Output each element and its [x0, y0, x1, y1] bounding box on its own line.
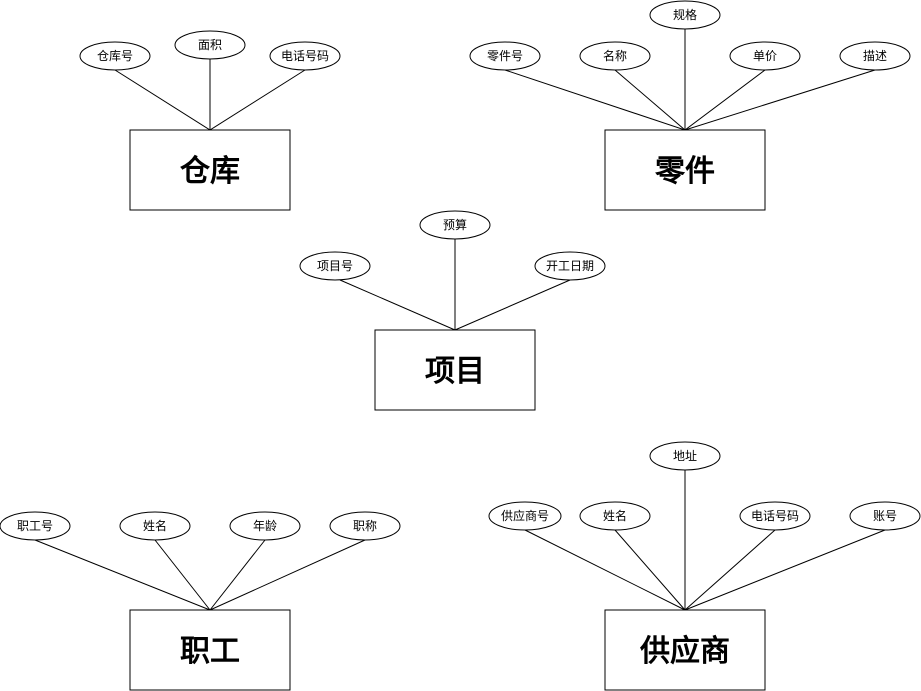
- attr-label-warehouse-0: 仓库号: [97, 48, 133, 63]
- edge-project-attr-0: [339, 279, 456, 331]
- attr-label-part-2: 规格: [673, 7, 697, 22]
- attr-label-project-0: 项目号: [317, 259, 353, 273]
- entity-group-project: 项目 项目号 预算 开工日期: [299, 210, 606, 411]
- edge-part-attr-3: [684, 69, 766, 131]
- entity-label-supplier: 供应商: [639, 634, 730, 669]
- entity-group-part: 零件 零件号 名称 规格 单价 描述: [469, 0, 911, 211]
- attr-ellipse-employee-1[interactable]: [119, 511, 191, 541]
- edge-part-attr-4: [684, 69, 876, 131]
- entity-box-supplier[interactable]: [604, 609, 766, 691]
- attr-ellipse-warehouse-1[interactable]: [174, 30, 246, 60]
- entity-label-employee: 职工: [180, 634, 240, 669]
- attr-ellipse-employee-0[interactable]: [0, 511, 71, 541]
- attr-ellipse-part-2[interactable]: [649, 0, 721, 30]
- entity-group-warehouse: 仓库 仓库号 面积 电话号码: [79, 30, 341, 211]
- edge-warehouse-attr-0: [114, 69, 211, 131]
- edge-supplier-attr-4: [684, 529, 886, 611]
- attr-ellipse-supplier-4[interactable]: [849, 501, 921, 531]
- attr-ellipse-project-0[interactable]: [299, 251, 371, 281]
- entity-box-project[interactable]: [374, 329, 536, 411]
- edge-supplier-attr-3: [684, 529, 776, 611]
- attr-ellipse-part-0[interactable]: [469, 41, 541, 71]
- attr-label-employee-3: 职称: [353, 519, 377, 533]
- entity-group-employee: 职工 职工号 姓名 年龄 职称: [0, 511, 401, 691]
- attr-label-employee-0: 职工号: [17, 519, 53, 533]
- edge-part-attr-0: [504, 69, 686, 131]
- attr-ellipse-supplier-3[interactable]: [739, 501, 811, 531]
- attr-ellipse-project-1[interactable]: [419, 210, 491, 240]
- attr-label-project-2: 开工日期: [546, 259, 594, 273]
- entity-label-part: 零件: [655, 154, 715, 189]
- edge-warehouse-attr-2: [209, 69, 306, 131]
- attr-ellipse-supplier-0[interactable]: [488, 501, 562, 531]
- attr-label-project-1: 预算: [443, 217, 467, 232]
- attr-label-part-4: 描述: [863, 49, 887, 63]
- attr-ellipse-part-1[interactable]: [579, 41, 651, 71]
- attr-label-part-0: 零件号: [487, 49, 523, 63]
- attr-label-supplier-2: 地址: [673, 449, 697, 463]
- attr-ellipse-warehouse-0[interactable]: [79, 41, 151, 71]
- attr-ellipse-employee-2[interactable]: [229, 511, 301, 541]
- attr-label-supplier-3: 电话号码: [751, 509, 799, 523]
- attr-ellipse-supplier-1[interactable]: [579, 501, 651, 531]
- entity-label-warehouse: 仓库: [180, 154, 240, 189]
- edge-employee-attr-1: [154, 539, 211, 611]
- edge-employee-attr-0: [34, 539, 211, 611]
- attr-label-supplier-4: 账号: [873, 509, 897, 523]
- entity-box-part[interactable]: [604, 129, 766, 211]
- attr-ellipse-part-4[interactable]: [839, 41, 911, 71]
- edge-part-attr-1: [614, 69, 686, 131]
- edge-employee-attr-2: [209, 539, 266, 611]
- attr-ellipse-warehouse-2[interactable]: [269, 41, 341, 71]
- attr-label-warehouse-1: 面积: [198, 38, 222, 52]
- attr-label-part-1: 名称: [603, 48, 627, 63]
- entity-label-project: 项目: [425, 354, 485, 389]
- attr-ellipse-employee-3[interactable]: [329, 511, 401, 541]
- attr-label-employee-2: 年龄: [253, 519, 277, 533]
- attr-label-part-3: 单价: [753, 49, 777, 63]
- attr-ellipse-project-2[interactable]: [534, 251, 606, 281]
- attr-label-supplier-0: 供应商号: [501, 508, 549, 523]
- edge-supplier-attr-1: [614, 529, 686, 611]
- entity-box-warehouse[interactable]: [129, 129, 291, 211]
- attr-label-warehouse-2: 电话号码: [281, 49, 329, 63]
- attr-ellipse-part-3[interactable]: [729, 41, 801, 71]
- entity-group-supplier: 供应商 供应商号 姓名 地址 电话号码 账号: [488, 441, 921, 691]
- attr-label-employee-1: 姓名: [143, 518, 167, 533]
- attr-ellipse-supplier-2[interactable]: [649, 441, 721, 471]
- attr-label-supplier-1: 姓名: [603, 508, 627, 523]
- entity-box-employee[interactable]: [129, 609, 291, 691]
- edge-project-attr-2: [454, 279, 571, 331]
- edge-supplier-attr-0: [524, 529, 686, 611]
- edge-employee-attr-3: [209, 539, 366, 611]
